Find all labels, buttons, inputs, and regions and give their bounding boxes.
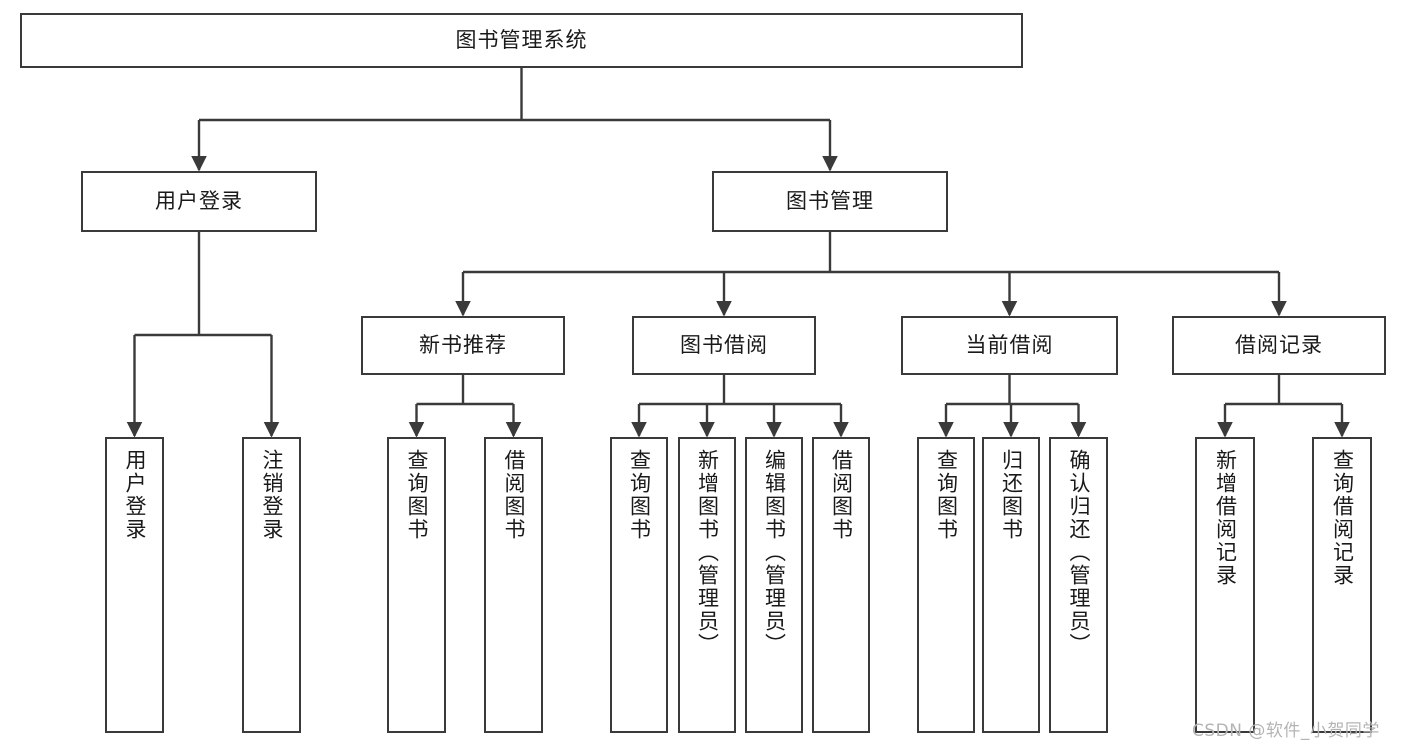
node-leaf-borrow-book[interactable]: 借阅图书: [812, 437, 870, 733]
node-leaf-edit-book-admin-label: 编辑图书（管理员）: [762, 449, 787, 656]
node-book-manage-label: 图书管理: [786, 188, 874, 213]
node-leaf-logout[interactable]: 注销登录: [242, 437, 301, 733]
node-current-borrow-label: 当前借阅: [965, 332, 1054, 357]
node-leaf-user-login[interactable]: 用户登录: [105, 437, 164, 733]
node-new-book-recommend-label: 新书推荐: [419, 332, 507, 357]
node-current-borrow[interactable]: 当前借阅: [901, 316, 1118, 375]
node-leaf-confirm-return-admin-label: 确认归还（管理员）: [1067, 449, 1091, 656]
node-leaf-query-borrow-record[interactable]: 查询借阅记录: [1312, 437, 1372, 733]
node-leaf-borrow-book-rec[interactable]: 借阅图书: [484, 437, 543, 733]
node-user-login[interactable]: 用户登录: [81, 171, 317, 232]
node-leaf-add-book-admin[interactable]: 新增图书（管理员）: [678, 437, 736, 733]
node-leaf-query-book-rec[interactable]: 查询图书: [387, 437, 446, 733]
node-leaf-return-book[interactable]: 归还图书: [982, 437, 1040, 733]
node-leaf-query-book-current-label: 查询图书: [934, 449, 959, 541]
node-root-label: 图书管理系统: [455, 27, 588, 52]
node-leaf-query-book-borrow[interactable]: 查询图书: [610, 437, 668, 733]
node-leaf-edit-book-admin[interactable]: 编辑图书（管理员）: [745, 437, 803, 733]
node-leaf-borrow-book-label: 借阅图书: [829, 449, 854, 541]
watermark: CSDN @软件_小贺同学: [1192, 721, 1380, 741]
node-new-book-recommend[interactable]: 新书推荐: [361, 316, 565, 375]
node-borrow-record-label: 借阅记录: [1235, 332, 1323, 357]
node-leaf-logout-label: 注销登录: [260, 449, 284, 541]
node-leaf-query-book-rec-label: 查询图书: [405, 449, 429, 541]
node-leaf-add-borrow-record[interactable]: 新增借阅记录: [1195, 437, 1255, 733]
node-book-borrow-label: 图书借阅: [680, 332, 768, 357]
node-leaf-query-book-current[interactable]: 查询图书: [917, 437, 975, 733]
node-leaf-confirm-return-admin[interactable]: 确认归还（管理员）: [1049, 437, 1108, 733]
node-leaf-add-borrow-record-label: 新增借阅记录: [1213, 449, 1238, 587]
node-borrow-record[interactable]: 借阅记录: [1172, 316, 1386, 375]
node-leaf-user-login-label: 用户登录: [123, 449, 147, 541]
node-leaf-query-book-borrow-label: 查询图书: [627, 449, 652, 541]
node-book-borrow[interactable]: 图书借阅: [632, 316, 816, 375]
node-book-manage[interactable]: 图书管理: [712, 171, 948, 232]
node-leaf-query-borrow-record-label: 查询借阅记录: [1330, 449, 1355, 587]
node-leaf-borrow-book-rec-label: 借阅图书: [502, 449, 526, 541]
node-root[interactable]: 图书管理系统: [20, 13, 1023, 68]
node-leaf-add-book-admin-label: 新增图书（管理员）: [695, 449, 720, 656]
node-leaf-return-book-label: 归还图书: [999, 449, 1024, 541]
node-user-login-label: 用户登录: [155, 188, 243, 213]
